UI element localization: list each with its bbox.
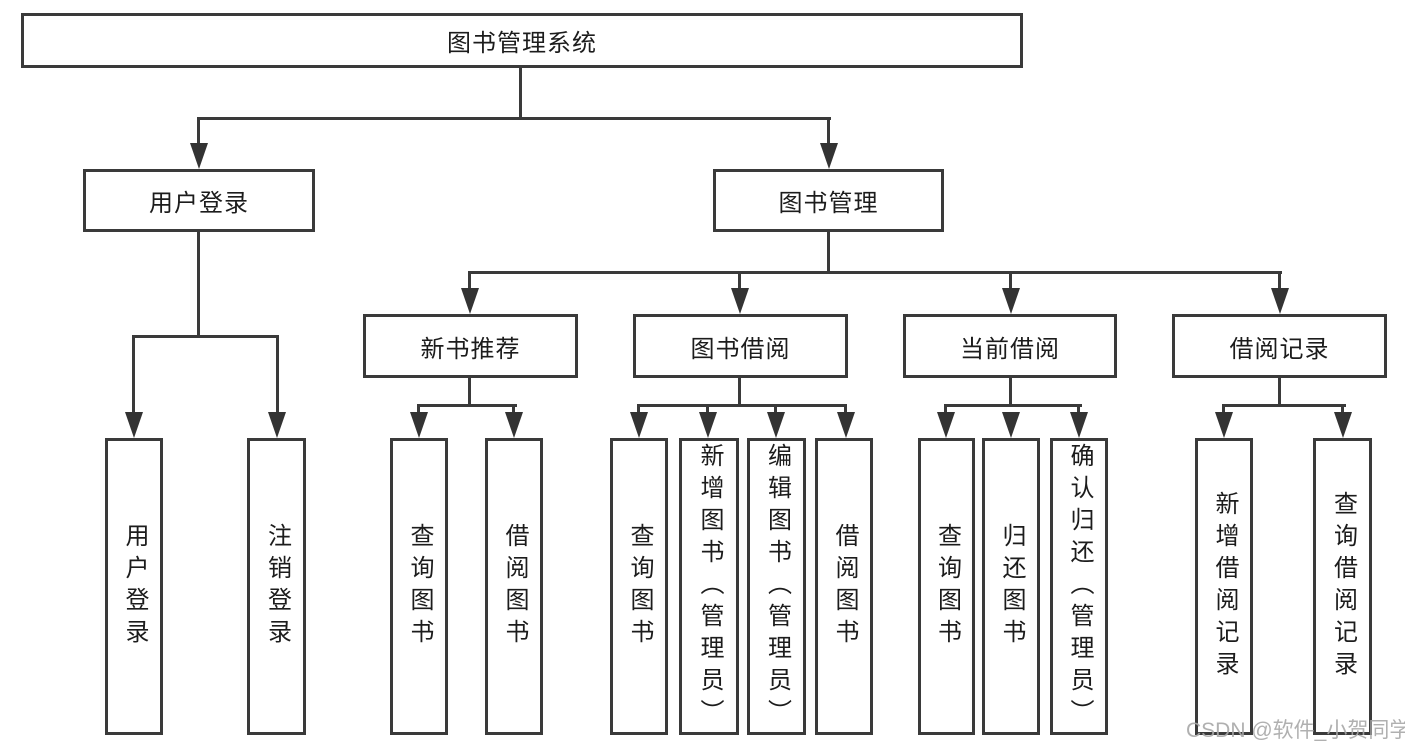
arrow-down-icon [1271, 288, 1289, 314]
node-book-management: 图书管理 [713, 169, 944, 232]
leaf-label: 新增借阅记录 [1211, 490, 1238, 683]
leaf-label: 用户登录 [121, 522, 148, 651]
leaf-label: 借阅图书 [831, 522, 858, 651]
arrow-down-icon [630, 412, 648, 438]
arrow-down-icon [1002, 412, 1020, 438]
leaf-add-borrow-record: 新增借阅记录 [1195, 438, 1253, 735]
leaf-label: 查询图书 [626, 522, 653, 651]
arrow-down-icon [190, 143, 208, 169]
leaf-query-books-newbook: 查询图书 [390, 438, 448, 735]
leaf-label: 查询图书 [933, 522, 961, 651]
node-current-borrowing: 当前借阅 [903, 314, 1117, 378]
connector-line [738, 377, 741, 406]
leaf-edit-books-admin: 编辑图书（管理员） [747, 438, 806, 735]
arrow-down-icon [1002, 288, 1020, 314]
leaf-confirm-return-admin: 确认归还（管理员） [1050, 438, 1108, 735]
connector-line [738, 271, 741, 296]
arrow-down-icon [699, 412, 717, 438]
leaf-query-books-current: 查询图书 [918, 438, 975, 735]
leaf-query-borrow-record: 查询借阅记录 [1313, 438, 1372, 735]
node-book-borrowing: 图书借阅 [633, 314, 848, 378]
node-label: 当前借阅 [960, 335, 1060, 363]
connector-line [827, 232, 830, 274]
node-label: 图书管理系统 [447, 30, 597, 57]
connector-line [417, 404, 517, 407]
connector-line [468, 377, 471, 406]
connector-line [468, 271, 1282, 274]
connector-line [197, 232, 200, 337]
arrow-down-icon [1334, 412, 1352, 438]
leaf-label: 确认归还（管理员） [1066, 442, 1093, 731]
leaf-query-books-borrow: 查询图书 [610, 438, 668, 735]
leaf-add-books-admin: 新增图书（管理员） [679, 438, 739, 735]
connector-line [276, 335, 279, 420]
leaf-label: 编辑图书（管理员） [763, 442, 791, 731]
connector-line [1009, 377, 1012, 406]
arrow-down-icon [125, 412, 143, 438]
arrow-down-icon [820, 143, 838, 169]
connector-line [1278, 271, 1281, 296]
csdn-watermark: CSDN @软件_小贺同学 [1186, 719, 1405, 742]
node-label: 借阅记录 [1229, 335, 1330, 363]
leaf-label: 查询图书 [406, 522, 433, 651]
connector-line [1009, 271, 1012, 296]
leaf-logout: 注销登录 [247, 438, 306, 735]
node-root: 图书管理系统 [21, 13, 1023, 68]
leaf-label: 注销登录 [263, 522, 291, 651]
arrow-down-icon [268, 412, 286, 438]
leaf-user-login: 用户登录 [105, 438, 163, 735]
leaf-borrow-books-borrow: 借阅图书 [815, 438, 873, 735]
arrow-down-icon [731, 288, 749, 314]
connector-line [827, 117, 830, 153]
leaf-label: 查询借阅记录 [1329, 490, 1357, 683]
arrow-down-icon [837, 412, 855, 438]
leaf-return-books: 归还图书 [982, 438, 1040, 735]
arrow-down-icon [767, 412, 785, 438]
node-borrowing-records: 借阅记录 [1172, 314, 1387, 378]
arrow-down-icon [461, 288, 479, 314]
node-label: 用户登录 [149, 190, 249, 217]
leaf-label: 归还图书 [998, 522, 1025, 651]
node-label: 新书推荐 [420, 335, 521, 363]
arrow-down-icon [1215, 412, 1233, 438]
connector-line [1278, 377, 1281, 406]
node-label: 图书借阅 [690, 335, 791, 363]
connector-line [1222, 404, 1346, 407]
arrow-down-icon [410, 412, 428, 438]
connector-line [468, 271, 471, 296]
connector-line [637, 404, 847, 407]
arrow-down-icon [937, 412, 955, 438]
connector-line [132, 335, 279, 338]
arrow-down-icon [1070, 412, 1088, 438]
leaf-label: 借阅图书 [501, 522, 528, 651]
leaf-borrow-books-newbook: 借阅图书 [485, 438, 543, 735]
leaf-label: 新增图书（管理员） [696, 442, 723, 731]
node-user-login: 用户登录 [83, 169, 315, 232]
node-new-book-recommend: 新书推荐 [363, 314, 578, 378]
connector-line [197, 117, 200, 153]
arrow-down-icon [505, 412, 523, 438]
connector-line [944, 404, 1082, 407]
connector-line [197, 117, 831, 120]
node-label: 图书管理 [778, 190, 879, 217]
connector-line [519, 68, 522, 119]
connector-line [132, 335, 135, 420]
